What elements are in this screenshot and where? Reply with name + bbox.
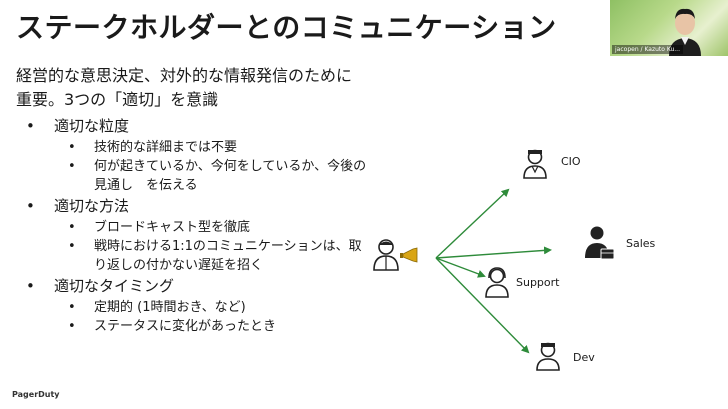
sub-bullet: 何が起きているか、今何をしているか、今後の見通し を伝える — [26, 157, 371, 195]
person-megaphone-icon — [373, 239, 418, 271]
bullet-heading: 適切な粒度 — [26, 115, 371, 137]
target-label-dev: Dev — [573, 351, 595, 364]
section-method: 適切な方法 ブロードキャスト型を徹底 戦時における1:1のコミュニケーションは、… — [26, 195, 371, 275]
section-timing: 適切なタイミング 定期的 (1時間おき、など) ステータスに変化があったとき — [26, 275, 371, 336]
person-icon — [523, 149, 547, 179]
target-label-support: Support — [516, 276, 560, 289]
pagerduty-logo: PagerDuty — [12, 390, 60, 399]
developer-icon — [536, 342, 560, 371]
sub-bullet: 定期的 (1時間おき、など) — [26, 298, 371, 317]
section-granularity: 適切な粒度 技術的な詳細までは不要 何が起きているか、今何をしているか、今後の見… — [26, 115, 371, 195]
arrow-to-sales — [435, 246, 552, 259]
participant-video-icon — [669, 8, 701, 56]
target-label-cio: CIO — [561, 155, 581, 168]
webcam-video-tile[interactable]: jacopen / Kazuto Ku... — [610, 0, 728, 56]
sub-bullet: ステータスに変化があったとき — [26, 317, 371, 336]
sub-bullet: ブロードキャスト型を徹底 — [26, 218, 371, 237]
sub-bullet: 戦時における1:1のコミュニケーションは、取り返しの付かない遅延を招く — [26, 237, 371, 275]
slide-title: ステークホルダーとのコミュニケーション — [16, 11, 557, 44]
slide-subtitle: 経営的な意思決定、対外的な情報発信のために重要。3つの「適切」を意識 — [16, 66, 353, 109]
arrow-to-support — [435, 257, 486, 278]
participant-name: jacopen / Kazuto Ku... — [612, 45, 684, 54]
sub-bullet: 技術的な詳細までは不要 — [26, 138, 371, 157]
businessman-icon — [585, 226, 615, 260]
arrow-to-dev — [435, 257, 530, 354]
support-person-icon — [485, 267, 509, 298]
arrow-to-cio — [435, 188, 510, 259]
bullet-heading: 適切なタイミング — [26, 275, 371, 297]
bullet-list: 適切な粒度 技術的な詳細までは不要 何が起きているか、今何をしているか、今後の見… — [26, 115, 371, 336]
target-label-sales: Sales — [626, 237, 656, 250]
bullet-heading: 適切な方法 — [26, 195, 371, 217]
